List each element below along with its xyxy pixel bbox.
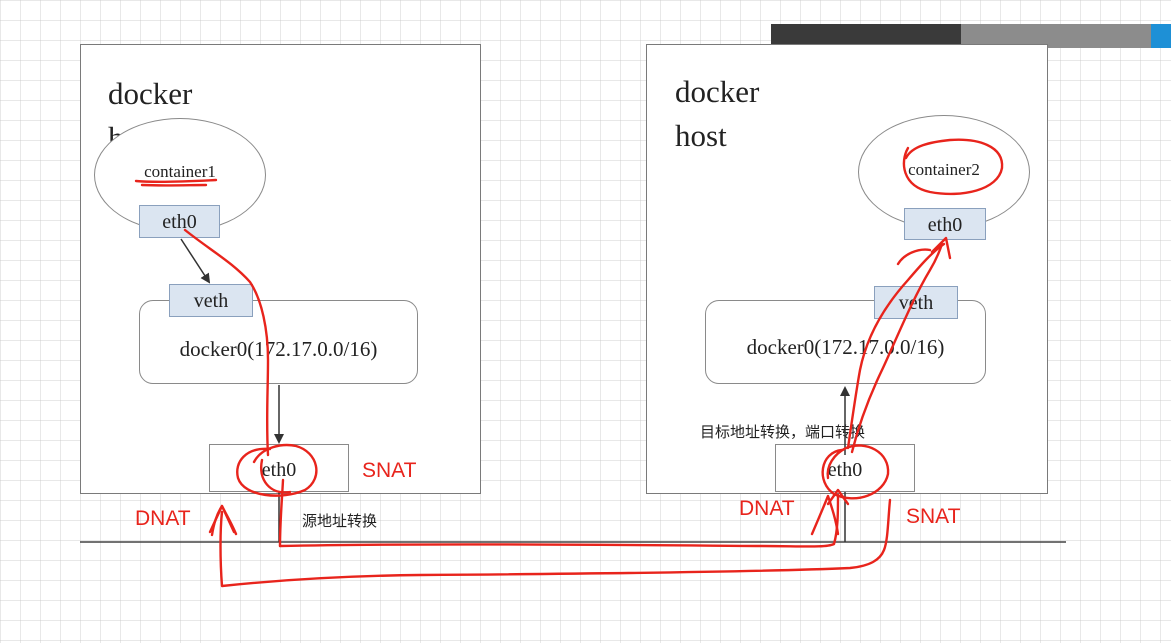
- red-circle-left-eth0: [236, 443, 318, 497]
- red-path-right-snat-return: [219, 498, 892, 588]
- left-eth0-to-veth-arrow: [180, 238, 211, 284]
- right-veth: veth: [874, 286, 958, 319]
- red-path-across-to-right: [278, 493, 840, 548]
- right-host-title-line2: host: [675, 118, 727, 153]
- right-snat-label: SNAT: [906, 505, 961, 528]
- red-circle-right-eth0: [821, 444, 890, 500]
- red-path-left-container-to-eth0: [183, 228, 270, 457]
- right-dnat-label: DNAT: [739, 497, 795, 520]
- left-docker-host-box: [80, 44, 481, 494]
- right-docker-host-box: [646, 44, 1048, 494]
- header-bar-accent: [1151, 24, 1171, 48]
- right-dest-nat-note: 目标地址转换，端口转换: [700, 423, 866, 441]
- right-container-label: container2: [908, 160, 980, 179]
- left-veth: veth: [169, 284, 253, 317]
- left-host-eth0: eth0: [209, 444, 349, 492]
- red-circle-container2: [902, 138, 1004, 196]
- left-host-title-line1: docker: [108, 76, 193, 111]
- left-container-eth0: eth0: [139, 205, 220, 238]
- left-container-label: container1: [144, 162, 216, 181]
- red-path-left-eth0-down: [278, 478, 285, 548]
- left-dnat-label: DNAT: [135, 507, 191, 530]
- red-underline-container1: [134, 178, 218, 187]
- red-path-right-up: [846, 242, 946, 450]
- red-hook-right-eth0: [896, 248, 932, 266]
- left-snat-label: SNAT: [362, 459, 417, 482]
- left-source-nat-note: 源地址转换: [302, 512, 378, 530]
- red-arrowhead-right-dnat: [826, 488, 850, 506]
- red-path-right-up-2: [850, 242, 944, 454]
- red-circle-left-eth0-inner: [260, 458, 292, 494]
- red-arrowhead-right-eth0: [930, 236, 952, 260]
- red-right-dnat-chevron: [810, 494, 840, 536]
- right-host-title-line1: docker: [675, 74, 760, 109]
- red-left-dnat-arrow: [210, 504, 238, 537]
